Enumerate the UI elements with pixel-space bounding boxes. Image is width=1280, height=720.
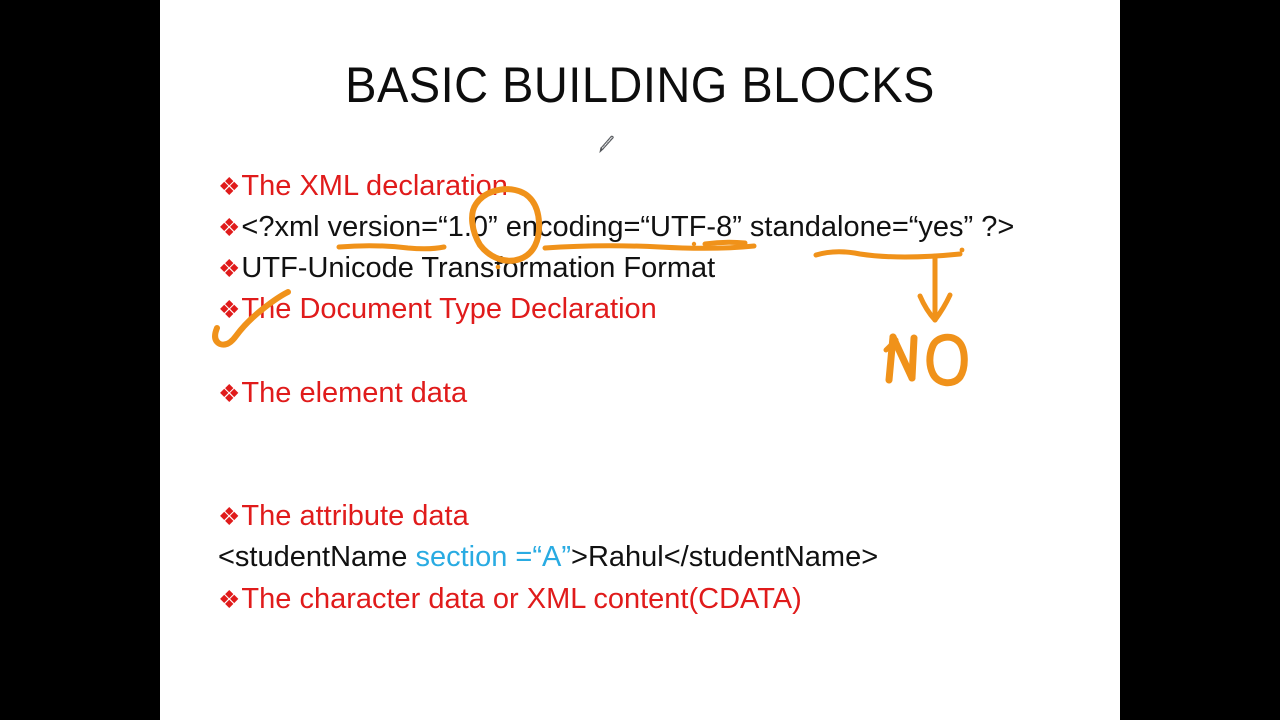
code-student-name-example: <studentName section =“A”>Rahul</student…	[218, 543, 878, 572]
bullet-item-utf-meaning: ❖UTF-Unicode Transformation Format	[218, 254, 715, 283]
code-student-name-open: <studentName	[218, 541, 416, 573]
code-student-name-attribute: section =“A”	[415, 541, 572, 573]
bullet-label-element-data: The element data	[241, 377, 468, 409]
letterbox-bar-left	[0, 0, 160, 720]
slide-canvas: BASIC BUILDING BLOCKS ❖The XML declarat	[160, 0, 1120, 720]
bullet-item-element-data: ❖The element data	[218, 379, 467, 408]
underline-version-mark	[336, 243, 447, 252]
letterbox-bar-right	[1120, 0, 1280, 720]
bullet-item-xml-declaration: ❖The XML declaration	[218, 172, 508, 201]
arrow-head-right-mark	[932, 292, 953, 323]
bullet-item-document-type-declaration: ❖The Document Type Declaration	[218, 295, 657, 324]
underline-standalone-mark	[813, 249, 963, 260]
underline-encoding-mark	[542, 243, 757, 251]
diamond-bullet-icon: ❖	[218, 214, 241, 242]
bullet-label-attribute-data: The attribute data	[241, 500, 469, 532]
diamond-bullet-icon: ❖	[218, 255, 241, 283]
bullet-label-xml-declaration: The XML declaration	[241, 170, 508, 202]
bullet-item-attribute-data: ❖The attribute data	[218, 502, 469, 531]
diamond-bullet-icon: ❖	[218, 173, 241, 201]
ink-dot-mark	[959, 247, 965, 253]
code-student-name-rest: >Rahul</studentName>	[571, 541, 879, 573]
diamond-bullet-icon: ❖	[218, 380, 241, 408]
bullet-item-xml-prolog: ❖<?xml version=“1.0” encoding=“UTF-8” st…	[218, 213, 1014, 242]
diamond-bullet-icon: ❖	[218, 503, 241, 531]
arrow-head-left-mark	[917, 293, 938, 323]
bullet-item-character-data: ❖The character data or XML content(CDATA…	[218, 585, 802, 614]
bullet-label-character-data: The character data or XML content(CDATA)	[241, 583, 802, 615]
code-xml-prolog: <?xml version=“1.0” encoding=“UTF-8” sta…	[241, 211, 1015, 243]
bullet-label-utf-meaning: UTF-Unicode Transformation Format	[241, 252, 716, 284]
handwritten-no-mark	[883, 333, 968, 387]
pen-cursor-icon	[599, 135, 614, 154]
diamond-bullet-icon: ❖	[218, 296, 241, 324]
bullet-label-document-type-declaration: The Document Type Declaration	[241, 293, 657, 325]
diamond-bullet-icon: ❖	[218, 586, 241, 614]
page-title: BASIC BUILDING BLOCKS	[345, 57, 935, 113]
